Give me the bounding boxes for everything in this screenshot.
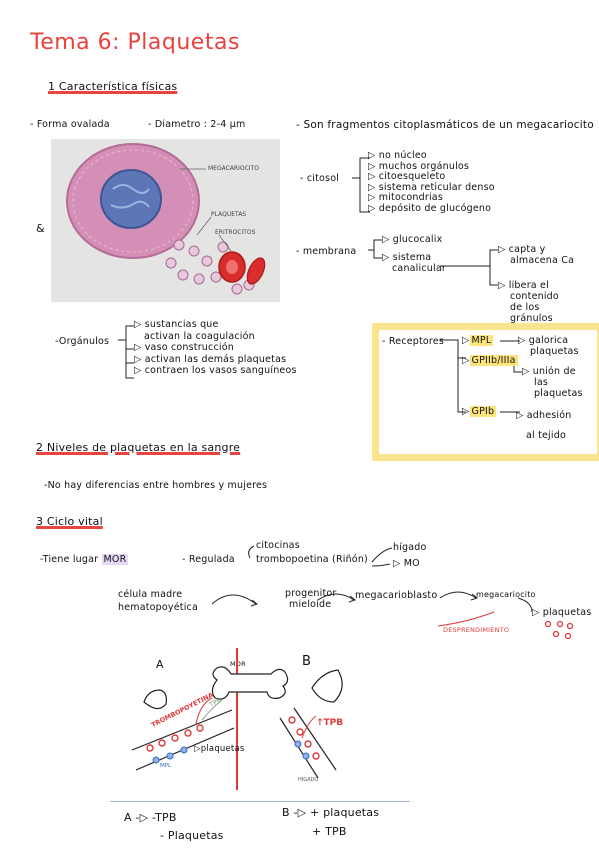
shape-text: - Forma ovalada — [30, 119, 110, 130]
higado-label: HÍGADO — [298, 777, 319, 783]
section-number: 1 — [48, 80, 56, 93]
organulos-list: ▷ sustancias que activan la coagulación … — [134, 319, 297, 377]
megakaryocyte-illustration — [66, 143, 266, 295]
tiene-lugar: -Tiene lugar MOR — [40, 554, 129, 565]
receptor-gpiib: ▷GPIIb/IIIa — [462, 355, 518, 366]
canalicular-function-1: ▷ capta y almacena Ca — [498, 244, 575, 266]
diagram-label-b: B — [302, 654, 312, 669]
plaquetas-arrow-label: ▷plaquetas — [194, 744, 245, 754]
citosol-item: ▷ sistema reticular denso — [368, 181, 495, 193]
citosol-item: ▷ mitocondrias — [368, 192, 443, 204]
diameter-text: - Diametro : 2-4 μm — [148, 119, 246, 130]
higado-text: hígado — [393, 542, 427, 553]
gpib-result: ▷ adhesión al tejido — [516, 410, 572, 441]
summary-divider — [110, 801, 410, 802]
citosol-label: - citosol — [300, 173, 340, 184]
receptores-label: - Receptores — [382, 336, 444, 347]
regulada-label: - Regulada — [182, 554, 235, 565]
citosol-item: ▷ muchos orgánulos — [368, 160, 470, 172]
mpl-result: ▷ galorica plaquetas — [518, 335, 579, 357]
summary-b-line1: B -▷ + plaquetas — [282, 806, 380, 819]
page-title: Tema 6: Plaquetas — [30, 30, 240, 55]
section-label: Ciclo vital — [46, 515, 103, 528]
summary-a-line2: - Plaquetas — [160, 829, 224, 842]
membrana-label: - membrana — [296, 246, 357, 257]
section-2-heading: 2 Niveles de plaquetas en la sangre — [36, 441, 240, 454]
megakaryocyte-figure: MEGACARIOCITO PLAQUETAS ERITROCITOS — [51, 139, 280, 302]
citosol-item: ▷ depósito de glucógeno — [368, 202, 492, 214]
organulos-item: ▷ vaso construcción — [134, 342, 234, 353]
summary-a-line1: A -▷ -TPB — [124, 811, 177, 824]
mor-badge: MOR — [101, 554, 129, 565]
section-3-heading: 3 Ciclo vital — [36, 515, 103, 528]
receptores-box — [372, 323, 599, 461]
citosol-list: ▷ no núcleo ▷ muchos orgánulos ▷ citoesq… — [368, 150, 495, 215]
membrana-item-glucocalix: ▷ glucocalix — [382, 234, 443, 245]
citosol-item: ▷ citoesqueleto — [368, 171, 446, 183]
mo-text: ▷ MO — [393, 558, 420, 569]
chain-megacariocito: megacariocito — [476, 590, 536, 599]
gpiib-result: ▷ unión de las plaquetas — [522, 366, 583, 399]
organulos-item: activan la coagulación — [144, 330, 255, 342]
receptor-gpib: ▷GPIb — [462, 406, 497, 417]
trombopoyetina-text: trombopoetina (Riñón) — [256, 554, 368, 565]
diagram-label-a: A — [156, 658, 164, 671]
desprendimiento-label: DESPRENDIMIENTO — [443, 626, 510, 634]
section-number: 2 — [36, 441, 44, 454]
section-label: Característica físicas — [58, 80, 178, 93]
organulos-item: ▷ activan las demás plaquetas — [134, 353, 287, 365]
receptor-mpl: ▷MPL — [462, 335, 494, 346]
membrana-item-sistema: ▷ sistema — [382, 252, 432, 263]
ampersand-mark: & — [36, 222, 45, 235]
organulos-label: -Orgánulos — [55, 336, 110, 347]
label-megacariocito: MEGACARIOCITO — [208, 165, 259, 172]
fragments-text: - Son fragmentos citoplasmáticos de un m… — [296, 119, 594, 131]
section-label: Niveles de plaquetas en la sangre — [46, 441, 241, 454]
s2-text: -No hay diferencias entre hombres y muje… — [44, 480, 268, 491]
chain-plaquetas: ▷ plaquetas — [532, 607, 592, 618]
mpl-label: MPL — [160, 763, 172, 769]
citosol-item: ▷ no núcleo — [368, 150, 427, 161]
chain-megacarioblasto: megacarioblasto — [355, 590, 438, 601]
section-1-heading: 1 Característica físicas — [48, 80, 177, 93]
citocinas-text: citocinas — [256, 540, 300, 551]
section-number: 3 — [36, 515, 44, 528]
membrana-item-canalicular: canalicular — [392, 263, 446, 274]
label-eritrocitos: ERITROCITOS — [215, 229, 256, 236]
label-plaquetas: PLAQUETAS — [211, 211, 247, 218]
summary-b-line2: + TPB — [312, 825, 347, 838]
organulos-item: ▷ sustancias que — [134, 319, 219, 330]
tpb-label-b: ↑TPB — [316, 718, 344, 728]
canalicular-function-2: ▷ libera el contenido de los gránulos — [498, 280, 559, 324]
organulos-item: ▷ contraen los vasos sanguíneos — [134, 365, 297, 376]
